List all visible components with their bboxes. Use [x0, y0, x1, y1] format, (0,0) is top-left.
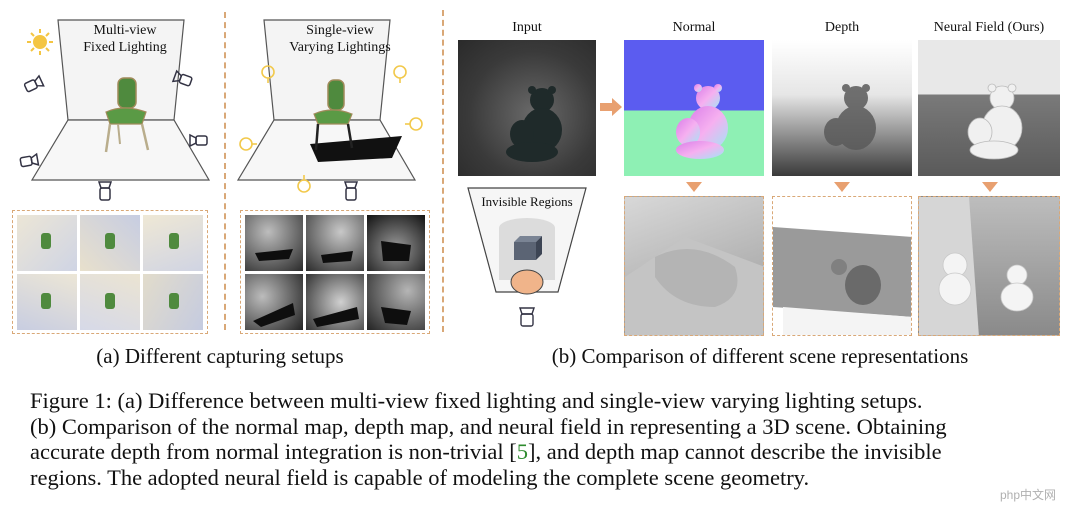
arrow-down-icon	[686, 182, 702, 192]
lightbulb-icon	[393, 65, 407, 83]
input-image	[458, 40, 596, 176]
normal-surface-shape	[625, 237, 763, 335]
figure-caption: Figure 1: (a) Difference between multi-v…	[30, 388, 1060, 490]
render-tile	[245, 215, 303, 271]
separator-a-inner	[224, 12, 226, 330]
lightbulb-icon	[405, 117, 423, 131]
camera-icon	[519, 307, 535, 327]
depth-map-image	[772, 40, 912, 176]
caption-line-3: accurate depth from normal integration i…	[30, 439, 942, 465]
teddy-bear-dark	[506, 86, 562, 162]
invisible-regions-panel	[458, 184, 596, 334]
single-view-render-grid	[240, 210, 430, 334]
depth-surface-shape	[773, 227, 911, 335]
multi-view-render-grid	[12, 210, 208, 334]
chair-thumbnails	[41, 233, 179, 309]
camera-icon	[23, 74, 45, 93]
column-header-neural-field: Neural Field (Ours)	[933, 20, 1045, 35]
invisible-regions-label: Invisible Regions	[481, 194, 573, 209]
lightbulb-icon	[297, 175, 311, 193]
multi-view-setup-illustration	[19, 19, 211, 201]
neural-field-reconstruction-render	[918, 196, 1060, 336]
depth-reconstruction-render	[772, 196, 912, 336]
separator-main	[442, 10, 444, 332]
arrow-down-icon	[834, 182, 850, 192]
camera-icon	[97, 181, 113, 201]
caption-line-2: (b) Comparison of the normal map, depth …	[30, 413, 947, 439]
column-header-depth: Depth	[824, 20, 860, 35]
multi-view-title: Multi-view Fixed Lighting	[83, 23, 167, 55]
panel-b: Input Normal Depth Neural Field (Ours)	[450, 0, 1070, 380]
watermark: php中文网	[1000, 488, 1057, 502]
lightbulb-icon	[239, 137, 257, 151]
arrow-down-icon	[982, 182, 998, 192]
teddy-bear-neural	[967, 83, 1023, 160]
chair-icon	[104, 77, 150, 153]
caption-line-1: Figure 1: (a) Difference between multi-v…	[30, 388, 923, 413]
neural-surface-shape	[919, 197, 1034, 335]
neural-field-image	[918, 40, 1060, 176]
camera-icon	[19, 152, 40, 168]
normal-map-image	[624, 40, 764, 176]
shadow-thumbnails	[253, 241, 411, 327]
invisible-regions-diagram	[467, 187, 587, 327]
column-header-input: Input	[512, 20, 542, 35]
teddy-bear-depth	[824, 84, 876, 150]
camera-icon	[171, 69, 193, 87]
arrow-right-icon	[600, 98, 622, 116]
chair-icon	[313, 79, 354, 151]
normal-reconstruction-render	[624, 196, 764, 336]
camera-icon	[189, 133, 208, 148]
panel-a: Multi-view Fixed Lighting Single-view Va…	[0, 0, 440, 380]
lightbulb-icon	[261, 65, 275, 83]
subcaption-b: (b) Comparison of different scene repres…	[551, 344, 969, 368]
single-view-title: Single-view Varying Lightings	[289, 23, 391, 55]
teddy-bear-normal	[676, 84, 728, 159]
citation-link[interactable]: 5	[516, 439, 528, 465]
caption-line-4: regions. The adopted neural field is cap…	[30, 464, 810, 490]
column-header-normal: Normal	[672, 20, 716, 35]
sun-icon	[27, 29, 53, 55]
subcaption-a: (a) Different capturing setups	[96, 344, 344, 368]
camera-icon	[343, 181, 359, 201]
single-view-setup-illustration	[236, 19, 423, 201]
